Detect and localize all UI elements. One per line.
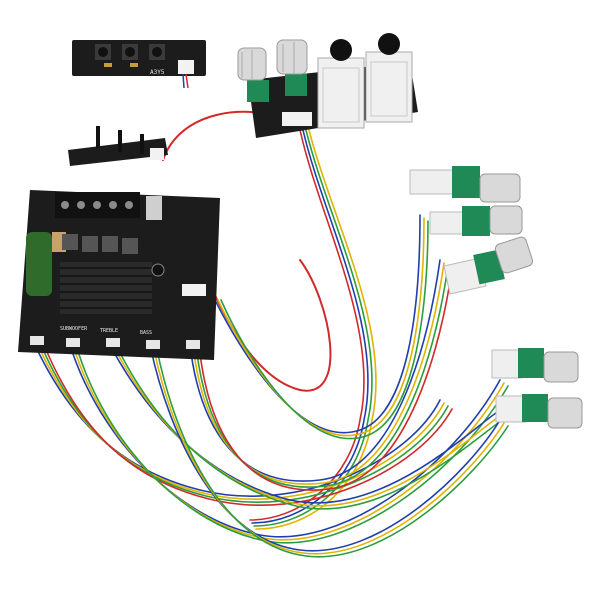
board-label-treble: TREBLE bbox=[100, 328, 118, 334]
pot-module-4 bbox=[491, 348, 579, 383]
capacitor bbox=[26, 232, 52, 296]
heatsink bbox=[60, 262, 152, 314]
audio-jack bbox=[317, 33, 413, 129]
switch-board bbox=[68, 126, 168, 166]
tact-switch bbox=[95, 44, 165, 60]
board-label-a3y5: A3Y5 bbox=[150, 69, 165, 76]
potentiometer bbox=[237, 39, 308, 102]
amplifier-board: SUBWOOFER TREBLE BASS bbox=[18, 190, 220, 360]
wire-harness bbox=[34, 110, 509, 558]
wire-bundle-main bbox=[34, 214, 509, 558]
pot-module-3 bbox=[443, 236, 534, 295]
pot-module-1 bbox=[409, 166, 521, 203]
pot-module-5 bbox=[495, 394, 583, 429]
button-board: A3Y5 bbox=[72, 40, 206, 89]
pot-module-2 bbox=[429, 205, 523, 236]
board-label-bass: BASS bbox=[140, 330, 152, 336]
jack-board bbox=[237, 33, 418, 138]
board-label-subwoofer: SUBWOOFER bbox=[60, 326, 88, 332]
